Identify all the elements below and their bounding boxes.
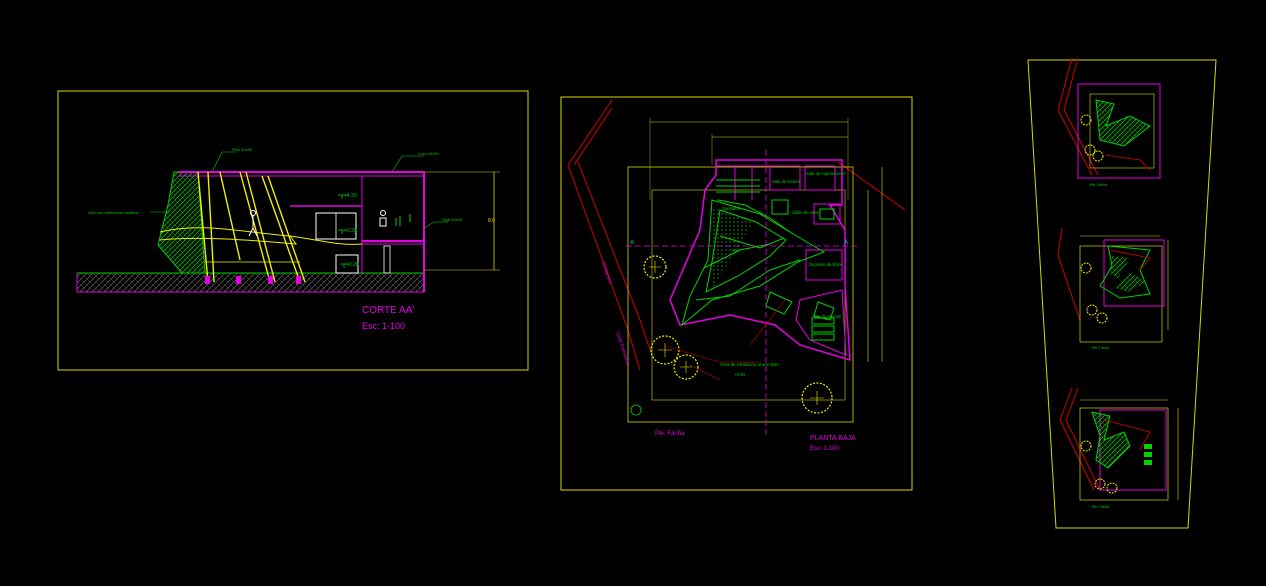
site-sheet-frame	[1027, 59, 1217, 529]
mini-plan-2-label: Pte. Fariña	[1092, 346, 1109, 350]
lot-boundary	[627, 166, 854, 423]
facade-mesh	[157, 171, 206, 274]
mini-plan-3-label: Pte. Fariña	[1092, 505, 1109, 509]
mini-plan-1: Pte. Fariña	[1057, 57, 1161, 187]
plan-frame	[560, 96, 913, 491]
mini-plan-3: Pte. Fariña	[1059, 387, 1179, 509]
room-label-5: Sala de reunión	[812, 314, 842, 319]
section-level-3: +0.20	[346, 262, 359, 268]
section-height-dim: 8.0	[488, 218, 495, 224]
section-note-facade: Velo con estructura metálica	[88, 210, 139, 215]
ground-hatch	[76, 272, 425, 293]
cut-marker-left: A	[630, 240, 634, 246]
mini-plan-1-label: Pte. Fariña	[1090, 183, 1107, 187]
street-label-2: Costanera	[600, 261, 613, 285]
plan-sheet: A A Sala de exposiciones Sala de lectura	[560, 96, 913, 491]
street-label-1: Pte. Fariña	[655, 431, 685, 437]
trees	[643, 255, 833, 414]
north-compass	[630, 404, 642, 416]
section-note-pillar: Pilar 30x30	[232, 147, 253, 152]
street-curb	[567, 99, 613, 166]
structural-pillars	[197, 171, 306, 283]
room-label-2: Sala de lectura	[772, 179, 801, 184]
section-sheet: +4.20 +0.20 +0.20 8.0 Pilar 30x30 Losa 1…	[57, 90, 529, 371]
cut-marker-right: A	[844, 240, 848, 246]
section-title: CORTE AA'	[362, 305, 414, 316]
plan-scale: Esc: 1-100	[810, 446, 839, 452]
room-label-3: Salón de usos	[792, 210, 819, 215]
exhibition-level: +0.20	[734, 372, 746, 377]
building-footprint	[669, 159, 851, 362]
section-scale: Esc: 1-100	[362, 321, 405, 331]
section-level-2: +0.20	[344, 228, 357, 234]
section-note-beam: Viga 30x30	[442, 217, 463, 222]
room-label-1: Sala de exposiciones	[806, 171, 846, 176]
mini-plan-2: Pte. Fariña	[1057, 227, 1169, 350]
site-plans-sheet: Pte. Fariña Pte. Fariña	[1027, 57, 1217, 529]
room-label-hall: Hall	[732, 248, 739, 253]
section-frame	[57, 90, 529, 371]
exhibition-shape	[681, 199, 826, 327]
section-note-slab: Losa 15x30	[418, 151, 439, 156]
plan-title: PLANTA BAJA	[810, 435, 856, 442]
room-label-stairs: Sanitarios	[722, 206, 741, 211]
room-label-4: Depósito de libros	[809, 262, 843, 267]
exhibition-label: Área de exhibición al aire libre	[720, 362, 779, 367]
section-level-1: +4.20	[344, 193, 357, 199]
